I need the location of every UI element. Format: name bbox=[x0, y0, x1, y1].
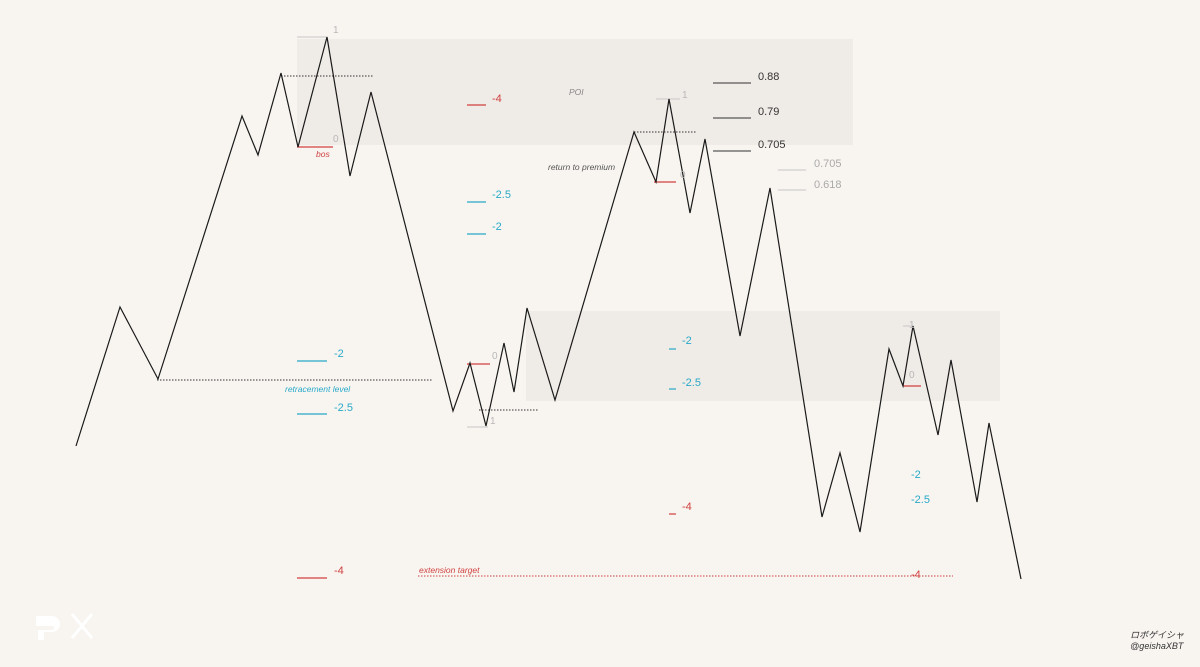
px-logo-icon bbox=[36, 613, 94, 640]
swing-one-label-low: 1 bbox=[490, 416, 496, 427]
retracement-level-label: retracement level bbox=[285, 384, 351, 394]
swing-zero-label-mid: 0 bbox=[680, 170, 686, 181]
poi-zone bbox=[297, 39, 853, 145]
swing-zero-label-low: 0 bbox=[492, 351, 498, 362]
author-credit: ロボゲイシャ @geishaXBT bbox=[1130, 630, 1184, 652]
level-m25-label-3: -2.5 bbox=[682, 377, 701, 389]
lower-zone bbox=[526, 311, 1000, 401]
level-m25-label-4: -2.5 bbox=[911, 494, 930, 506]
level-m2-label-2: -2 bbox=[334, 348, 344, 360]
swing-zero-label-right: 0 bbox=[909, 370, 915, 381]
extension-target-label: extension target bbox=[419, 565, 480, 575]
bos-label: bos bbox=[316, 149, 330, 159]
fib-label-0705-gray: 0.705 bbox=[814, 158, 842, 170]
level-m2-label-3: -2 bbox=[682, 335, 692, 347]
fib-label-0705: 0.705 bbox=[758, 139, 786, 151]
level-m4-label-3: -4 bbox=[682, 501, 692, 513]
fib-label-0618-gray: 0.618 bbox=[814, 179, 842, 191]
fib-label-088: 0.88 bbox=[758, 71, 779, 83]
level-m25-label-2: -2.5 bbox=[334, 402, 353, 414]
level-m4-label-4: -4 bbox=[911, 569, 921, 581]
poi-label: POI bbox=[569, 87, 584, 97]
swing-one-label-top: 1 bbox=[333, 25, 339, 36]
level-m2-label-1: -2 bbox=[492, 221, 502, 233]
price-path bbox=[75, 36, 1022, 580]
level-m4-label-1: -4 bbox=[492, 93, 502, 105]
swing-one-label-mid: 1 bbox=[682, 90, 688, 101]
level-m4-label-2: -4 bbox=[334, 565, 344, 577]
swing-zero-label-top: 0 bbox=[333, 134, 339, 145]
author-handle: @geishaXBT bbox=[1130, 641, 1184, 651]
fib-label-079: 0.79 bbox=[758, 106, 779, 118]
author-name-jp: ロボゲイシャ bbox=[1130, 630, 1184, 640]
level-m2-label-4: -2 bbox=[911, 469, 921, 481]
return-to-premium-label: return to premium bbox=[548, 162, 615, 172]
swing-one-label-right: 1 bbox=[909, 320, 915, 331]
level-m25-label-1: -2.5 bbox=[492, 189, 511, 201]
